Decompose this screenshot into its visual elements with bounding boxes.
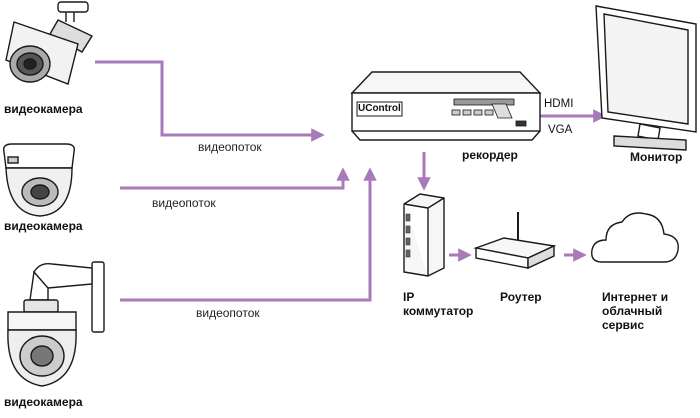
hdmi-output-label: HDMI [544, 98, 574, 110]
cloud-icon [591, 212, 679, 263]
monitor-label: Монитор [630, 150, 683, 164]
switch-label-line1: IP [403, 290, 415, 304]
recorder-brand: UControl [358, 103, 401, 114]
camera1-label: видеокамера [4, 102, 83, 116]
camera2-stream-line [120, 167, 350, 190]
vga-output-label: VGA [548, 124, 573, 136]
network-switch-icon [403, 193, 445, 277]
camera1-stream-line [95, 60, 325, 142]
switch-label: IP коммутатор [403, 290, 473, 318]
router-label: Роутер [500, 290, 542, 304]
cloud-label: Интернет и облачный сервис [602, 290, 668, 332]
recorder-label: рекордер [462, 148, 518, 162]
bullet-camera-icon [5, 1, 94, 85]
cloud-label-line1: Интернет и [602, 290, 669, 304]
cloud-label-line3: сервис [602, 318, 645, 332]
monitor-icon [595, 5, 697, 151]
camera3-label: видеокамера [4, 395, 83, 409]
camera3-stream-line [120, 167, 377, 302]
camera2-label: видеокамера [4, 219, 83, 233]
camera1-stream-label: видеопоток [198, 140, 262, 154]
ptz-camera-icon [7, 261, 105, 387]
camera2-stream-label: видеопоток [152, 196, 216, 210]
switch-label-line2: коммутатор [403, 304, 474, 318]
camera3-stream-label: видеопоток [196, 306, 260, 320]
dvr-recorder-icon [350, 71, 542, 141]
cloud-label-line2: облачный [602, 304, 663, 318]
dome-camera-icon [2, 143, 76, 217]
router-icon [473, 212, 557, 270]
